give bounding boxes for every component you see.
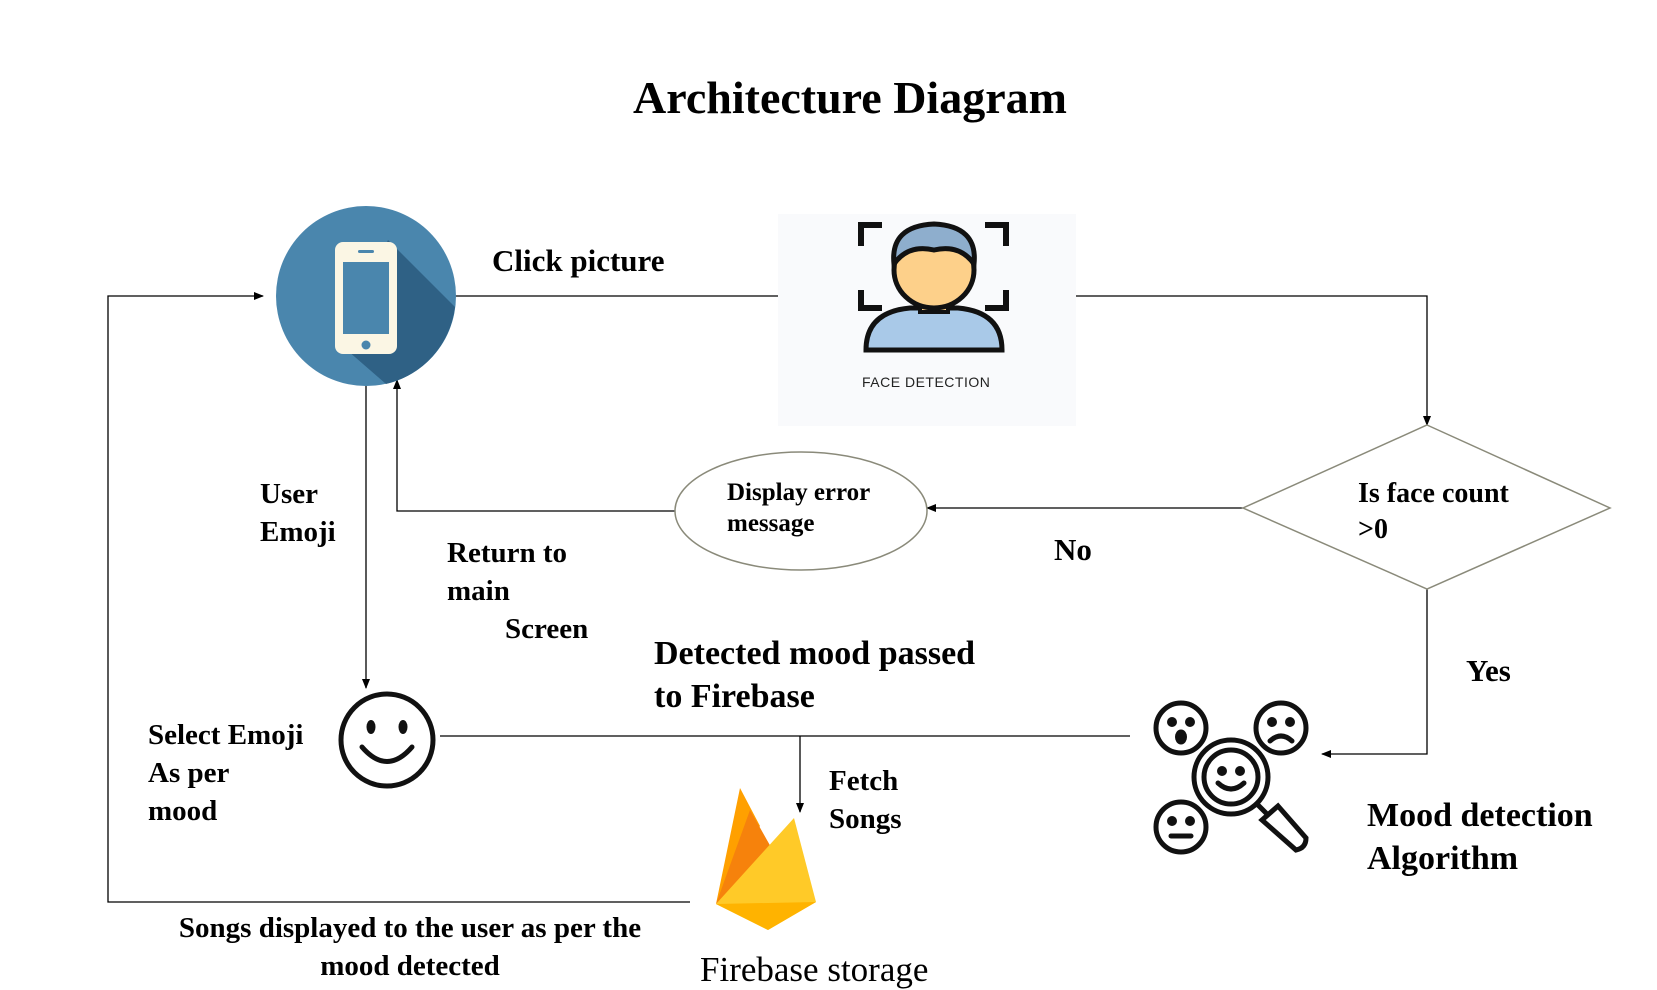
mood-algorithm-label: Mood detection Algorithm: [1367, 794, 1593, 880]
emoji-select-label: Select Emoji As per mood: [148, 716, 303, 830]
edge-yes: [1321, 587, 1428, 758]
edge-face-to-decision: [1035, 295, 1431, 426]
yes-label: Yes: [1466, 653, 1511, 688]
mood-algorithm-line-2: Algorithm: [1367, 840, 1519, 877]
mood-to-firebase-line-2: to Firebase: [654, 678, 815, 715]
emoji-select-line-3: mood: [148, 795, 218, 827]
face-detection-icon: [778, 214, 1076, 426]
no-label: No: [1054, 532, 1092, 567]
decision-line-2: >0: [1358, 514, 1388, 545]
return-main-label: Return to main Screen: [447, 534, 588, 648]
firebase-storage-label: Firebase storage: [700, 950, 929, 989]
return-line-1: Return to: [447, 537, 568, 569]
error-ellipse: [674, 451, 928, 571]
user-emoji-line-1: User: [260, 478, 318, 510]
user-emoji-label: User Emoji: [260, 475, 336, 551]
smiley-icon: [338, 691, 436, 789]
decision-diamond: [1241, 424, 1612, 590]
decision-label: Is face count >0: [1358, 476, 1509, 548]
edge-songs-displayed: [107, 292, 690, 903]
songs-displayed-label: Songs displayed to the user as per the m…: [140, 909, 680, 985]
diagram-title: Architecture Diagram: [633, 72, 1067, 123]
return-line-3: Screen: [505, 613, 589, 645]
emoji-select-line-1: Select Emoji: [148, 719, 304, 751]
mood-detection-icon: [1153, 700, 1309, 855]
error-line-2: message: [727, 510, 815, 537]
mood-to-firebase-line-1: Detected mood passed: [654, 635, 976, 672]
decision-line-1: Is face count: [1358, 478, 1509, 509]
user-emoji-line-2: Emoji: [260, 516, 336, 548]
return-line-2: main: [447, 575, 510, 607]
edge-return-main: [393, 379, 675, 512]
mood-to-firebase-label: Detected mood passed to Firebase: [654, 632, 975, 718]
fetch-songs-line-2: Songs: [829, 803, 902, 835]
error-label: Display error message: [727, 477, 870, 539]
songs-displayed-line-2: mood detected: [320, 950, 500, 982]
fetch-songs-label: Fetch Songs: [829, 762, 902, 838]
fetch-songs-line-1: Fetch: [829, 765, 899, 797]
emoji-select-line-2: As per: [148, 757, 230, 789]
error-line-1: Display error: [727, 479, 871, 506]
mood-algorithm-line-1: Mood detection: [1367, 797, 1593, 834]
face-detection-caption: FACE DETECTION: [862, 374, 991, 390]
mobile-phone-icon: [276, 206, 456, 386]
firebase-icon: [716, 788, 816, 930]
click-picture-label: Click picture: [492, 243, 665, 278]
songs-displayed-line-1: Songs displayed to the user as per the: [178, 912, 642, 944]
